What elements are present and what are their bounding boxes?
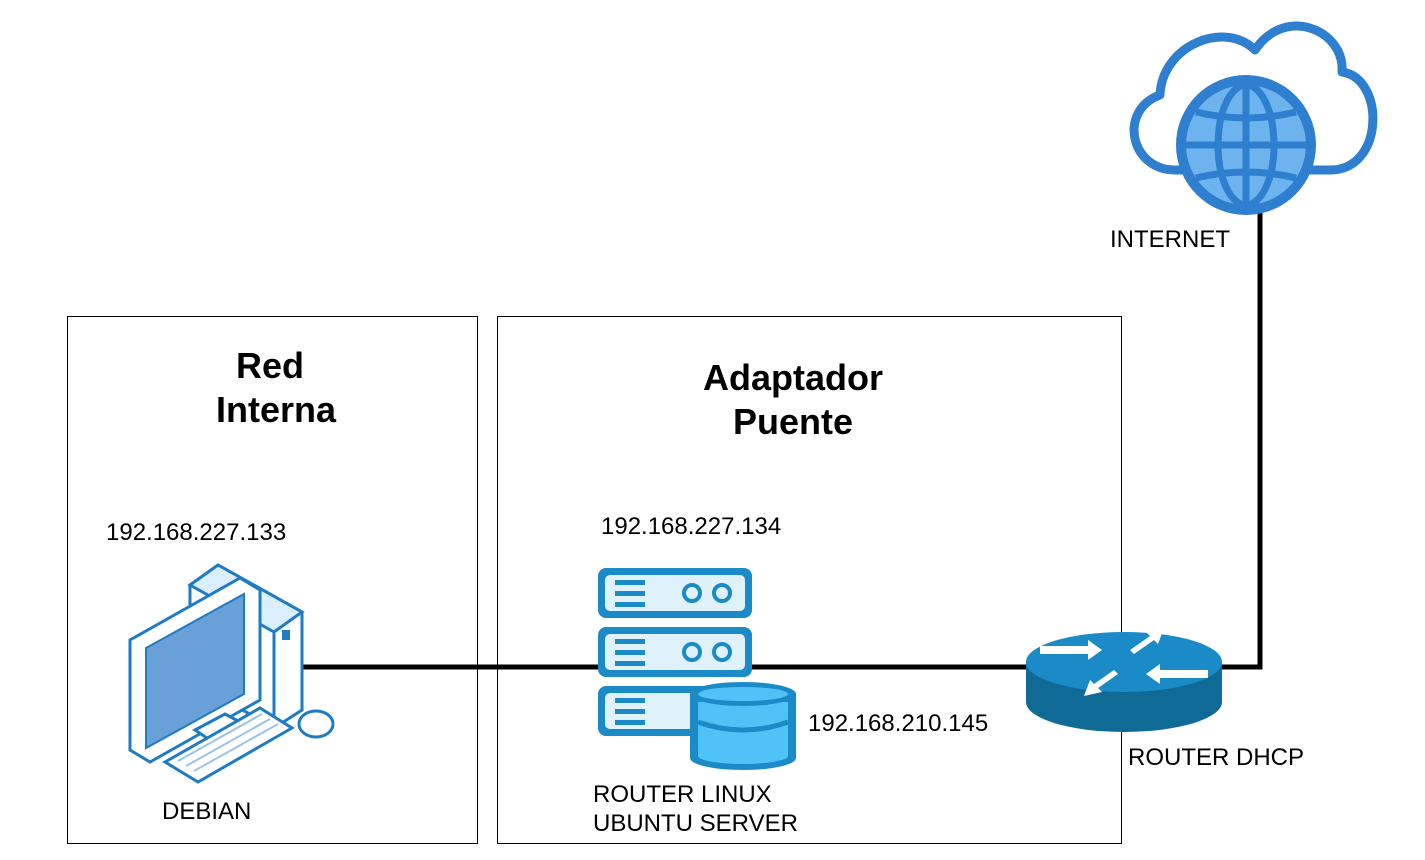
debian-ip-label: 192.168.227.133 bbox=[106, 519, 287, 546]
bridge-adapter-zone bbox=[497, 316, 1122, 844]
router-linux-name-line1: ROUTER LINUX bbox=[593, 781, 772, 808]
router-linux-internal-ip-label: 192.168.227.134 bbox=[601, 513, 782, 540]
desktop-computer-icon bbox=[128, 563, 335, 784]
bridge-adapter-title: Adaptador Puente bbox=[680, 356, 906, 444]
internal-network-title-line1: Red bbox=[235, 345, 304, 386]
links bbox=[300, 205, 1263, 670]
internal-network-title: Red Interna bbox=[170, 344, 370, 432]
bridge-adapter-title-line2: Puente bbox=[732, 401, 854, 442]
router-linux-name-line2: UBUNTU SERVER bbox=[593, 810, 798, 837]
internal-network-title-line2: Interna bbox=[215, 389, 337, 430]
link-router-dhcp-internet bbox=[1222, 205, 1263, 670]
router-dhcp-label: ROUTER DHCP bbox=[1128, 744, 1305, 771]
router-linux-external-ip-label: 192.168.210.145 bbox=[808, 710, 989, 737]
internet-label: INTERNET bbox=[1110, 226, 1230, 253]
bridge-adapter-title-line1: Adaptador bbox=[703, 357, 883, 398]
server-database-icon bbox=[598, 568, 796, 770]
internal-network-zone bbox=[67, 316, 478, 844]
debian-name-label: DEBIAN bbox=[162, 798, 252, 825]
router-icon bbox=[1026, 628, 1222, 732]
cloud-globe-icon bbox=[1129, 21, 1378, 215]
